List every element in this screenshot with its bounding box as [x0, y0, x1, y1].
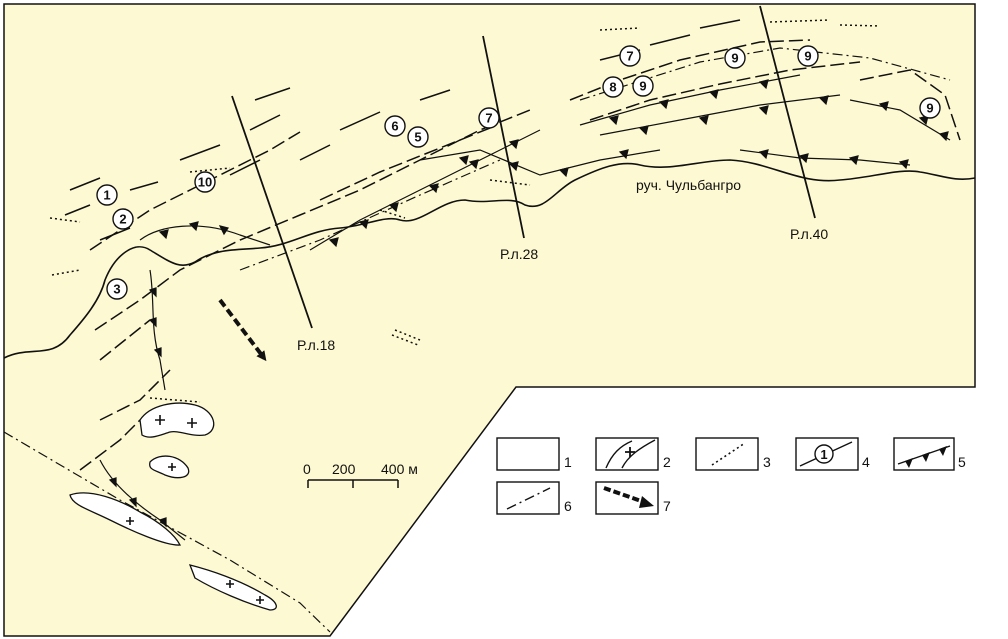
legend-number-5: 5 [958, 454, 966, 470]
zone-number-label: 8 [609, 80, 616, 95]
zone-numbers: 12 3 5 6 7 7 8 9 9 9 9 10 [96, 45, 941, 300]
zone-number-circle [194, 171, 216, 193]
zone-number-label: 1 [103, 188, 110, 203]
zone-number-label: 9 [731, 51, 738, 66]
zone-number-label: 7 [485, 111, 492, 126]
zone-number-label: 7 [626, 49, 633, 64]
legend-box-1 [496, 437, 560, 471]
legend [496, 437, 955, 515]
zone-number-circle [632, 75, 654, 97]
legend-number-4: 4 [862, 454, 870, 470]
profile-lines [231, 5, 816, 329]
legend-number-3: 3 [763, 454, 771, 470]
zone-number-circle [724, 47, 746, 69]
zone-number-circle [106, 278, 128, 300]
zone-number-circle [602, 76, 624, 98]
scale-tick-0: 0 [303, 461, 311, 477]
zone-number-label: 9 [804, 49, 811, 64]
zone-number-label: 9 [926, 101, 933, 116]
legend-number-1: 1 [564, 454, 572, 470]
zone-number-circle [478, 107, 500, 129]
zone-number-circle [384, 115, 406, 137]
dotted-lines [49, 19, 881, 403]
zone-number-label: 10 [198, 175, 212, 190]
scale-tick-400: 400 м [381, 461, 418, 477]
zone-number-circle [919, 97, 941, 119]
zone-number-circle [407, 126, 429, 148]
granite-bodies [69, 402, 277, 611]
zone-number-circle [619, 45, 641, 67]
legend-number-6: 6 [564, 498, 572, 514]
dash-dot-fault [239, 159, 501, 271]
dash-dot-fault [3, 431, 331, 633]
stream-label: руч. Чульбангро [636, 177, 741, 193]
zone-number-circle [96, 184, 118, 206]
stream-line [3, 159, 976, 359]
direction-arrow [218, 298, 267, 362]
dash-dot-fault [579, 47, 951, 101]
legend-number-2: 2 [663, 454, 671, 470]
zone-number-circle [797, 45, 819, 67]
profile-label-rl18: Р.л.18 [297, 337, 335, 353]
legend-numbers: 1 2 3 4 5 6 7 [564, 454, 966, 514]
scale-tick-200: 200 [332, 461, 356, 477]
zone-number-circle [112, 208, 134, 230]
zone-number-label: 3 [113, 282, 120, 297]
profile-label-rl40: Р.л.40 [790, 226, 828, 242]
legend-number-7: 7 [663, 498, 671, 514]
zone-number-label: 6 [391, 119, 398, 134]
barbed-lines [99, 74, 951, 541]
scale-bar: 0 200 400 м [303, 461, 418, 488]
legend-box-3 [695, 437, 759, 471]
zone-number-label: 9 [639, 79, 646, 94]
zone-number-label: 5 [414, 130, 421, 145]
legend-zone-sample: 1 [820, 447, 827, 462]
profile-label-rl28: Р.л.28 [500, 246, 538, 262]
cross-icon [625, 447, 635, 457]
zone-number-label: 2 [119, 212, 126, 227]
legend-box-5 [893, 437, 955, 471]
